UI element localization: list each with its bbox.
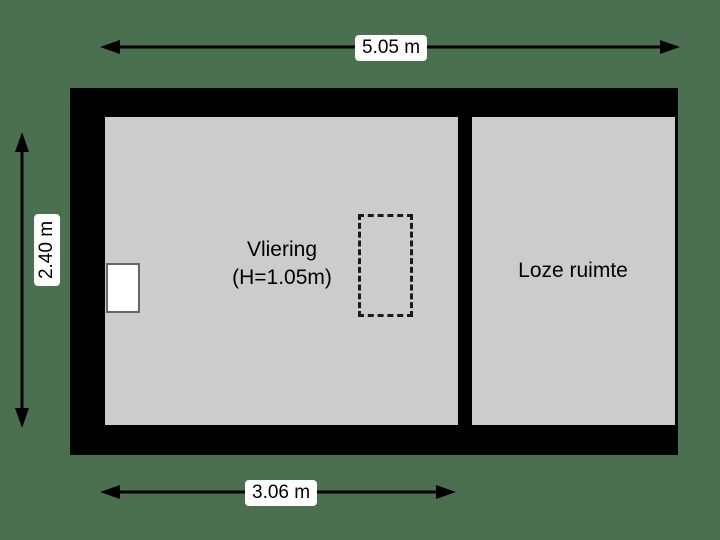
room-label-loze-ruimte-name: Loze ruimte bbox=[518, 259, 628, 282]
dimension-label-bottom: 3.06 m bbox=[245, 480, 318, 506]
room-loze-ruimte[interactable] bbox=[472, 117, 675, 425]
dashed-opening-outline[interactable] bbox=[358, 214, 413, 317]
room-label-vliering-height: (H=1.05m) bbox=[232, 266, 332, 289]
dimension-line-left bbox=[10, 132, 34, 428]
room-label-vliering: Vliering (H=1.05m) bbox=[182, 236, 382, 292]
room-label-vliering-name: Vliering bbox=[246, 238, 318, 261]
room-vliering[interactable] bbox=[105, 117, 458, 425]
dimension-label-left: 2.40 m bbox=[34, 213, 61, 287]
dimension-label-top: 5.05 m bbox=[355, 35, 428, 61]
window-icon[interactable] bbox=[106, 263, 140, 313]
partition-wall bbox=[458, 117, 472, 425]
room-label-loze-ruimte: Loze ruimte bbox=[473, 257, 673, 285]
